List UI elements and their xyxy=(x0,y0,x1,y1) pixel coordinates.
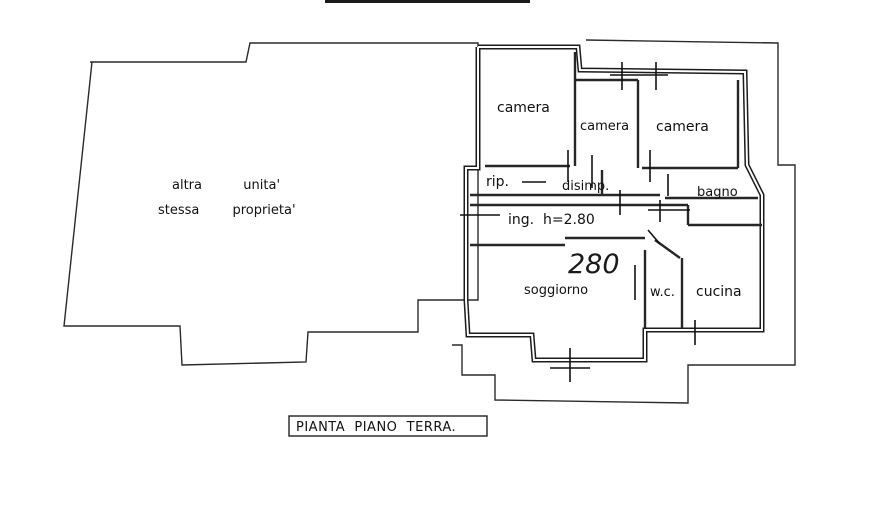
handwritten-note: 280 xyxy=(568,249,620,280)
caption-box xyxy=(288,415,488,437)
room-label-bagno: bagno xyxy=(697,185,738,200)
room-label-camera-left: camera xyxy=(497,100,550,116)
neighbor-label-line1: altra unita' xyxy=(172,178,280,193)
apartment-boundary xyxy=(452,39,796,404)
room-label-ingresso: ing. h=2.80 xyxy=(508,212,595,228)
room-label-rip: rip. xyxy=(486,174,509,190)
exterior-walls xyxy=(463,44,765,363)
room-label-camera-right: camera xyxy=(656,119,709,135)
door-ticks xyxy=(460,62,696,382)
room-label-disimp: disimp. xyxy=(562,179,609,194)
room-label-wc: w.c. xyxy=(650,285,675,300)
caption-text: PIANTA PIANO TERRA. xyxy=(296,420,456,435)
neighbor-unit-outline xyxy=(63,42,479,366)
room-label-soggiorno: soggiorno xyxy=(524,283,588,298)
neighbor-label-line2: stessa proprieta' xyxy=(158,203,296,218)
top-cropped-bar xyxy=(325,0,530,3)
room-label-cucina: cucina xyxy=(696,284,742,300)
interior-partitions xyxy=(470,52,762,328)
room-label-camera-mid: camera xyxy=(580,119,629,134)
